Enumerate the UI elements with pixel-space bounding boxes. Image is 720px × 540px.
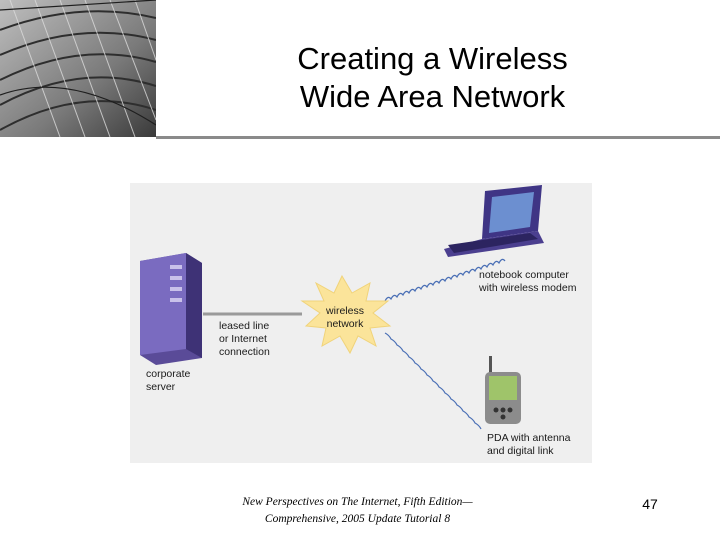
pda-label: PDA with antenna and digital link (487, 432, 570, 458)
pda-icon (485, 356, 521, 424)
notebook-label: notebook computer with wireless modem (479, 269, 576, 295)
server-label: corporate server (146, 368, 190, 394)
footer-line-1: New Perspectives on The Internet, Fifth … (242, 496, 473, 508)
diagram-graphics (140, 185, 544, 430)
title-divider (156, 136, 720, 139)
slide-title-line-2: Wide Area Network (299, 79, 566, 114)
wireless-network-burst (300, 274, 392, 355)
wave-to-notebook (384, 258, 506, 302)
link-label-line-2: or Internet (219, 333, 267, 345)
hub-label-line-1: wireless (326, 305, 364, 317)
pda-label-line-1: PDA with antenna (487, 432, 571, 444)
page-number: 47 (642, 496, 658, 512)
notebook-label-line-2: with wireless modem (479, 282, 577, 294)
hub-label-line-2: network (326, 318, 364, 330)
link-label: leased line or Internet connection (219, 320, 270, 359)
pda-label-line-2: and digital link (487, 445, 554, 457)
notebook-computer-icon (444, 185, 544, 257)
footer-line-2: Comprehensive, 2005 Update Tutorial 8 (264, 513, 451, 525)
corporate-server-icon (140, 253, 202, 365)
wave-to-pda (384, 332, 482, 430)
roof-structure-image (0, 0, 156, 137)
link-label-line-3: connection (219, 346, 270, 358)
server-label-line-2: server (146, 381, 176, 393)
link-label-line-1: leased line (219, 320, 270, 332)
slide-footer: New Perspectives on The Internet, Fifth … (200, 494, 515, 528)
wireless-wan-figure: corporate server leased line or Internet… (130, 183, 592, 463)
notebook-label-line-1: notebook computer (479, 269, 569, 281)
header-photo (0, 0, 156, 137)
server-label-line-1: corporate (146, 368, 191, 380)
slide-title-line-1: Creating a Wireless (297, 41, 568, 76)
hub-label: wireless network (322, 305, 368, 331)
slide-title: Creating a Wireless Wide Area Network (220, 40, 645, 116)
